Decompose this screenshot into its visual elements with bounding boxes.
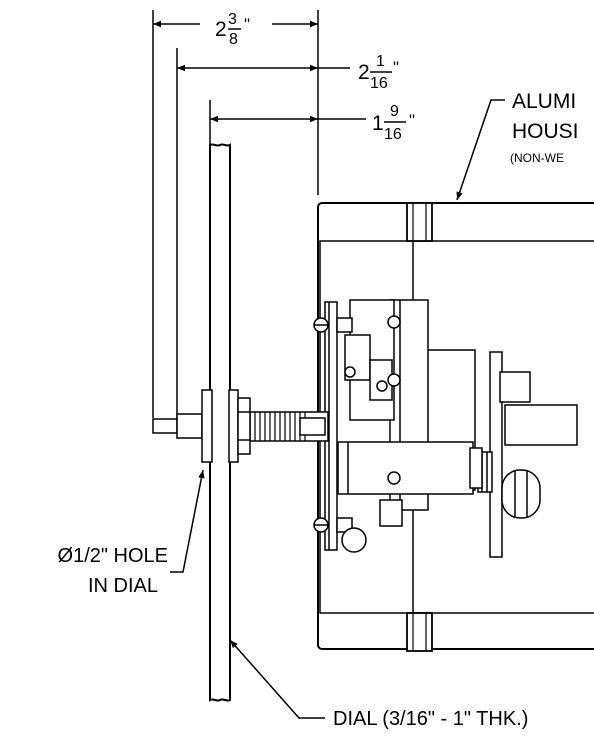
dimension-2-numerator: 1 <box>376 53 385 70</box>
housing-leader <box>456 99 505 201</box>
housing-callout-line1: ALUMI <box>512 90 576 113</box>
dimension-1-whole: 2 <box>215 18 227 41</box>
capacitor <box>501 469 541 519</box>
dial-section <box>209 143 231 702</box>
right-bracket-tab <box>499 371 531 403</box>
housing-clip-bottom <box>406 612 433 652</box>
dimension-2-unit: " <box>393 58 399 77</box>
lower-bearing <box>341 527 367 553</box>
encoder-mechanism <box>313 299 578 558</box>
leader-lines <box>170 99 505 719</box>
dimension-1-label: 2 3 8 " <box>215 11 250 48</box>
shaft-collar <box>299 417 326 436</box>
shaft <box>176 413 203 439</box>
dial-callout: DIAL (3/16" - 1" THK.) <box>333 708 528 730</box>
dimension-2-denominator: 16 <box>370 75 388 92</box>
hole-leader <box>170 469 205 573</box>
hole-callout-line1: Ø1/2" HOLE <box>58 545 168 567</box>
dimension-1-unit: " <box>244 15 250 34</box>
dial <box>209 143 231 702</box>
dimension-lines <box>152 10 366 418</box>
mounting-screw-bottom <box>313 517 353 533</box>
dimension-2-whole: 2 <box>358 61 370 84</box>
dimension-3-unit: " <box>409 111 415 130</box>
main-collar <box>337 441 474 495</box>
housing-callout-line2: HOUSI <box>512 120 579 143</box>
bottom-clip <box>379 499 403 527</box>
mounting-screw-top <box>313 317 353 333</box>
housing-callout-line3: (NON-WE <box>510 151 564 165</box>
hole-callout-line2: IN DIAL <box>88 575 158 597</box>
shaft-assembly <box>152 411 329 442</box>
housing-clip-top <box>406 202 433 242</box>
washer-back <box>228 389 239 463</box>
washer-front <box>201 389 213 463</box>
dial-hardware <box>201 389 251 463</box>
dimension-2-label: 2 1 16 " <box>358 53 399 92</box>
rear-shaft-box <box>504 404 578 446</box>
shaft-tip <box>152 418 178 434</box>
dimension-3-whole: 1 <box>372 112 384 135</box>
dimension-3-label: 1 9 16 " <box>372 103 415 143</box>
dimension-3-numerator: 9 <box>390 103 399 120</box>
dimension-1-denominator: 8 <box>229 31 238 48</box>
dial-leader <box>229 639 325 719</box>
dimension-1-numerator: 3 <box>228 11 237 28</box>
dimension-3-denominator: 16 <box>384 126 402 143</box>
hex-nut <box>237 397 251 455</box>
